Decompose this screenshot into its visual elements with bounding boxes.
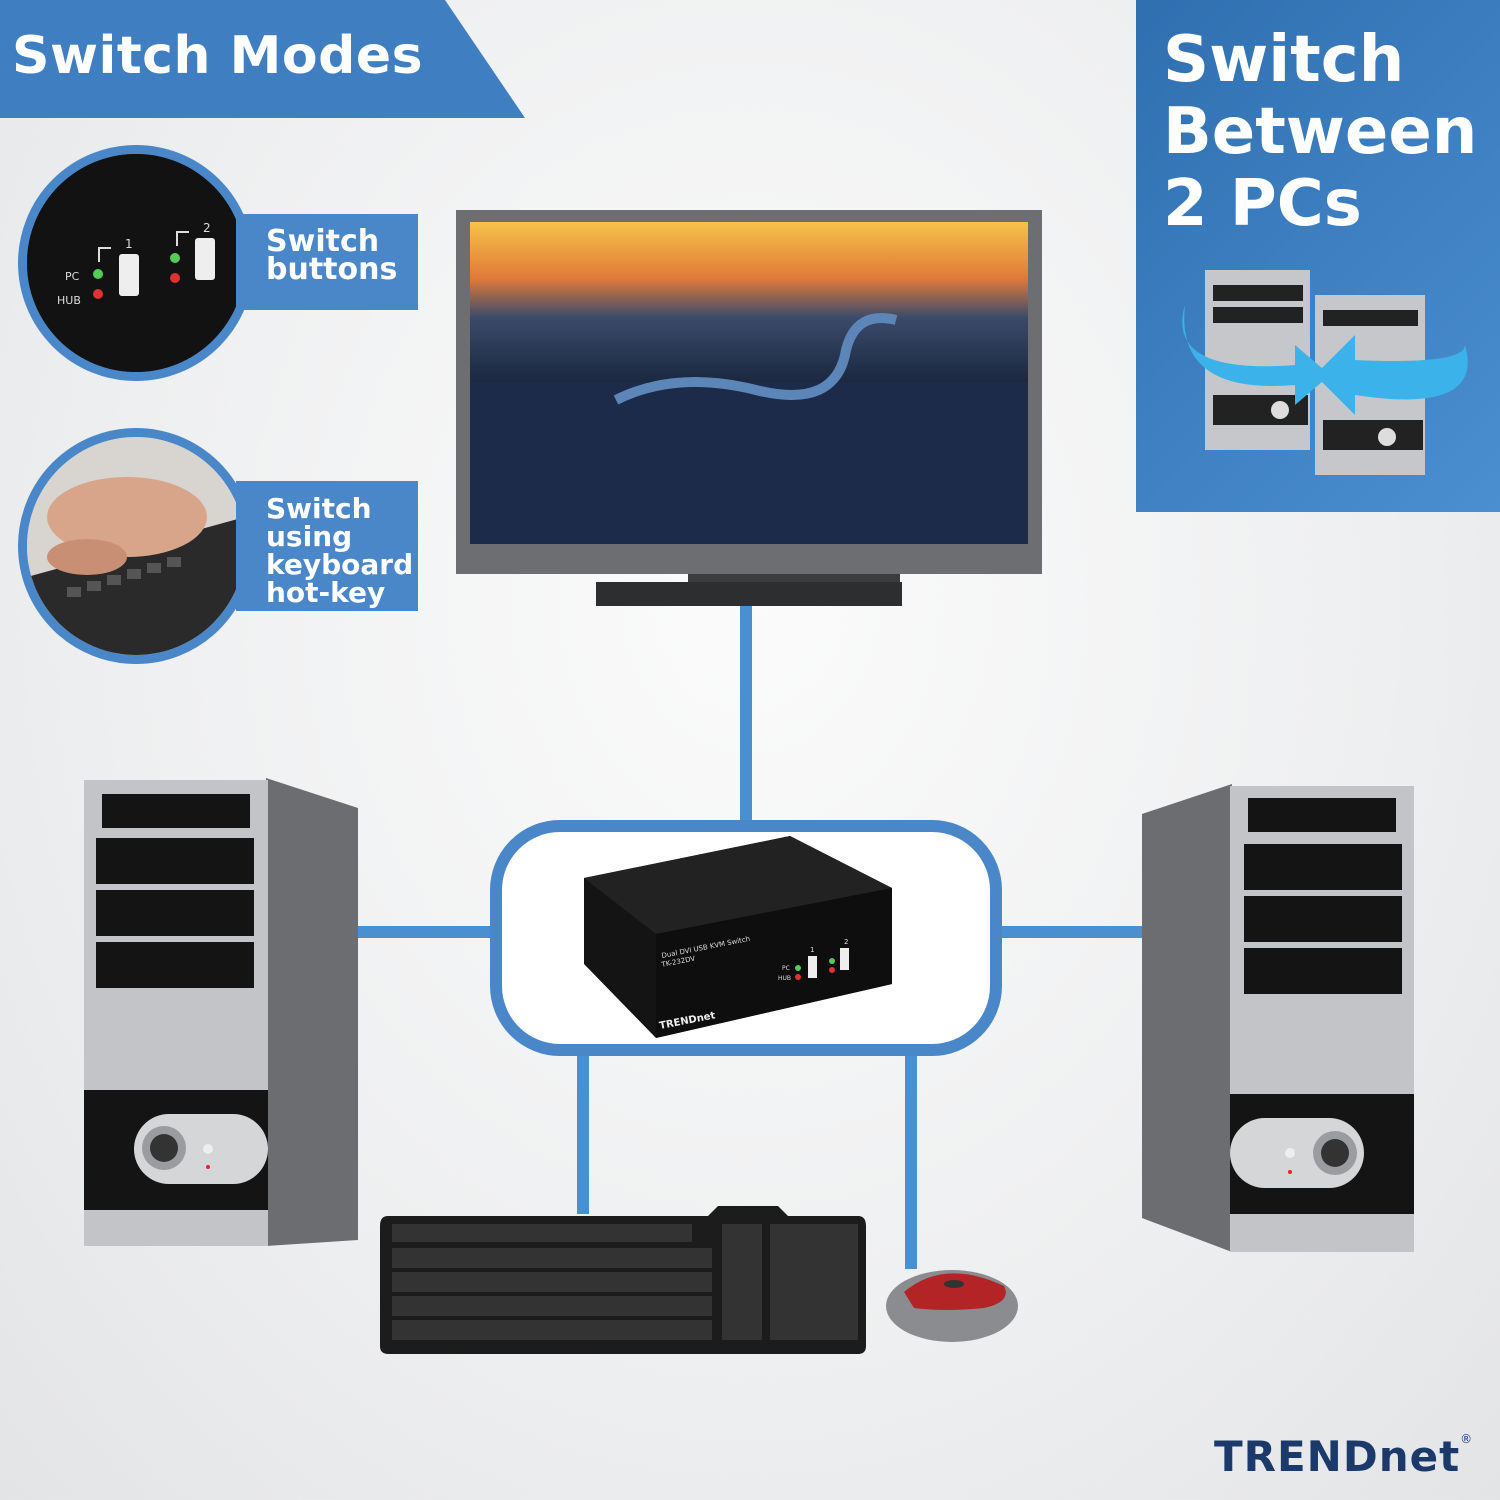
switch-buttons-icon: PC HUB 1 2	[27, 154, 245, 372]
left-pc-tower-icon	[84, 778, 358, 1246]
pc-label: PC	[65, 270, 80, 283]
trendnet-logo: TRENDnet®	[1214, 1432, 1474, 1481]
mouse-cable	[905, 1054, 917, 1269]
monitor-icon	[456, 210, 1042, 606]
two-pcs-swap-icon	[1182, 270, 1468, 475]
monitor-cable	[740, 606, 752, 820]
side-panel-title: Switch Between 2 PCs	[1163, 23, 1478, 241]
left-pc-cable	[357, 926, 492, 938]
mouse-icon	[886, 1270, 1018, 1342]
svg-text:1: 1	[125, 237, 133, 251]
mode-label-keyboard-hotkey: Switch using keyboard hot-key	[236, 481, 418, 611]
switch-buttons-image: PC HUB 1 2	[18, 145, 254, 381]
right-pc-cable	[1000, 926, 1142, 938]
right-pc-tower-icon	[1142, 784, 1414, 1252]
keyboard-icon	[380, 1206, 866, 1354]
header-banner	[0, 0, 525, 118]
mode-label-switch-buttons: Switch buttons	[236, 214, 418, 310]
svg-text:PC: PC	[782, 965, 790, 972]
hub-label: HUB	[57, 294, 81, 307]
page-title: Switch Modes	[12, 26, 424, 86]
hand-typing-icon	[27, 437, 245, 655]
svg-text:HUB: HUB	[778, 975, 791, 982]
svg-text:2: 2	[203, 221, 211, 235]
svg-text:2: 2	[844, 938, 848, 946]
keyboard-cable	[577, 1054, 589, 1214]
keyboard-hotkey-image	[18, 428, 254, 664]
svg-text:1: 1	[810, 946, 814, 954]
kvm-switch-device: Dual DVI USB KVM Switch TK-232DV TRENDne…	[584, 836, 892, 1038]
